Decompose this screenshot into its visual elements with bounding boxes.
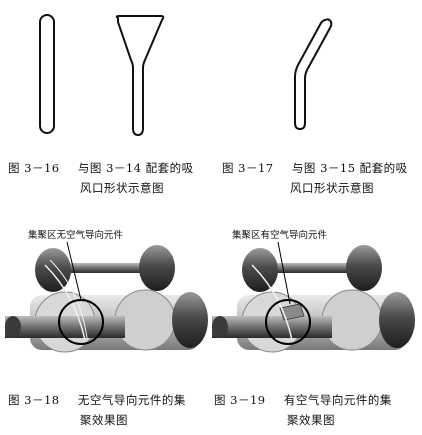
- figure-3-19-caption: 图 3－19 有空气导向元件的集: [214, 390, 419, 410]
- figure-3-18-caption: 图 3－18 无空气导向元件的集: [8, 390, 213, 410]
- figure-3-16-funnel-drawing: [105, 8, 175, 143]
- figure-3-19-caption-line2-box: 聚效果图: [287, 410, 417, 430]
- figure-3-16-caption-line2: 风口形状示意图: [80, 181, 164, 195]
- figure-3-19-caption-line1: 有空气导向元件的集: [283, 393, 392, 407]
- figure-3-19-label: 集聚区有空气导向元件: [232, 230, 328, 241]
- figure-3-16-number: 图 3－16: [8, 161, 60, 175]
- figure-3-19-number: 图 3－19: [214, 393, 266, 407]
- figure-3-16-drawing: [30, 10, 70, 140]
- figure-3-16-caption-line1: 与图 3－14 配套的吸: [77, 161, 194, 175]
- figure-3-18-caption-line2-box: 聚效果图: [80, 410, 210, 430]
- figure-3-18-label: 集聚区无空气导向元件: [28, 230, 124, 241]
- figure-3-16-caption-line2-box: 风口形状示意图: [80, 178, 210, 198]
- figure-3-17-caption-line2: 风口形状示意图: [290, 181, 374, 195]
- figure-3-17-drawing: [285, 15, 345, 135]
- figure-3-17-number: 图 3－17: [222, 161, 274, 175]
- figure-3-17-caption-line1: 与图 3－15 配套的吸: [291, 161, 408, 175]
- figure-3-19-caption-line2: 聚效果图: [287, 413, 335, 427]
- figure-3-18-caption-line2: 聚效果图: [80, 413, 128, 427]
- figure-3-18-number: 图 3－18: [8, 393, 60, 407]
- figure-3-18-rendering: [5, 220, 210, 370]
- figure-3-17-caption-line2-box: 风口形状示意图: [290, 178, 420, 198]
- figure-3-16-caption: 图 3－16 与图 3－14 配套的吸: [8, 158, 208, 178]
- figure-3-18-caption-line1: 无空气导向元件的集: [77, 393, 186, 407]
- figure-3-19-rendering: [212, 220, 417, 370]
- figure-3-17-caption: 图 3－17 与图 3－15 配套的吸: [222, 158, 422, 178]
